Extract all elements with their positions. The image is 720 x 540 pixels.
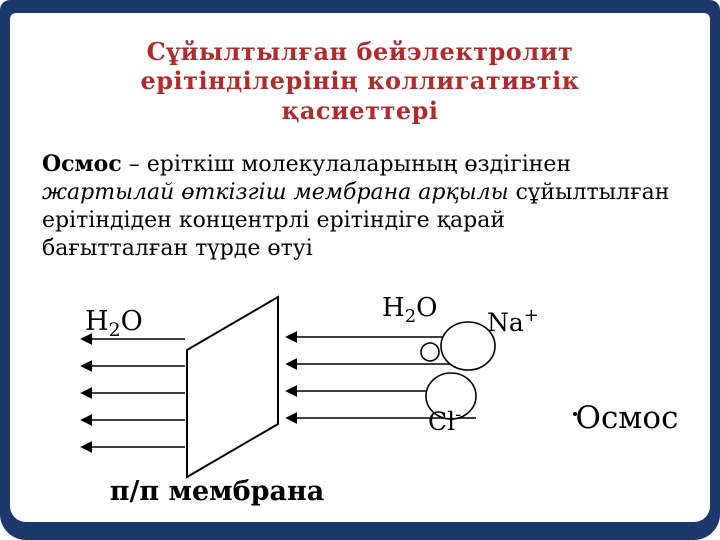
h2o-left-label: H2O (85, 306, 143, 341)
title-line: қасиеттері (281, 95, 439, 125)
formula-part: H (85, 306, 109, 337)
sodium-ion-circle (440, 321, 496, 371)
membrane-label: п/п мембрана (110, 476, 325, 507)
formula-part: O (121, 306, 143, 337)
definition-text: сұйылтылған (508, 179, 670, 205)
h2o-right-label: H2O (382, 293, 437, 327)
diagram-labels: H2O H2O Na+ Cl- Осмос п/п мембрана (85, 293, 678, 507)
osmosis-diagram: H2O H2O Na+ Cl- Осмос п/п мембрана (80, 293, 678, 507)
ion-charge-superscript: - (455, 404, 461, 425)
sodium-ion-label: Na+ (487, 305, 539, 337)
slide-content-area: Сұйылтылған бейэлектролит ерітінділеріні… (10, 13, 710, 522)
ion-charge-superscript: + (524, 305, 539, 326)
formula-part: O (416, 293, 437, 323)
solute-particles (420, 321, 577, 420)
osmosis-definition: Осмос – еріткіш молекулаларының өздігіне… (42, 151, 682, 263)
definition-text: – еріткіш молекулаларының өздігінен (121, 151, 572, 177)
ion-symbol: Cl (428, 407, 455, 436)
formula-subscript: 2 (109, 319, 121, 341)
membrane-shape (186, 295, 279, 479)
chloride-ion-circle (425, 372, 477, 420)
definition-italic: жартылай өткізгіш мембрана арқылы (42, 179, 509, 205)
osmosis-label: Осмос (576, 400, 679, 436)
water-arrows-left (80, 333, 185, 453)
definition-line: ерітіндіден концентрлі ерітіндіге қарай (42, 207, 505, 233)
ion-symbol: Na (487, 308, 524, 337)
definition-line: бағытталған түрде өтуі (42, 235, 313, 261)
definition-term: Осмос (42, 150, 122, 177)
formula-subscript: 2 (405, 306, 416, 327)
title-line: Сұйылтылған бейэлектролит (146, 37, 574, 66)
definition-line: Осмос – еріткіш молекулаларының өздігіне… (42, 151, 682, 179)
formula-part: H (382, 293, 405, 323)
title-line: ерітінділерінің коллигативтік (140, 66, 580, 96)
definition-line: жартылай өткізгіш мембрана арқылы сұйылт… (42, 179, 682, 207)
chloride-ion-label: Cl- (428, 404, 461, 436)
slide-title: Сұйылтылған бейэлектролит ерітінділеріні… (26, 37, 694, 125)
period-dot (573, 412, 577, 416)
small-particle-circle (420, 342, 440, 362)
